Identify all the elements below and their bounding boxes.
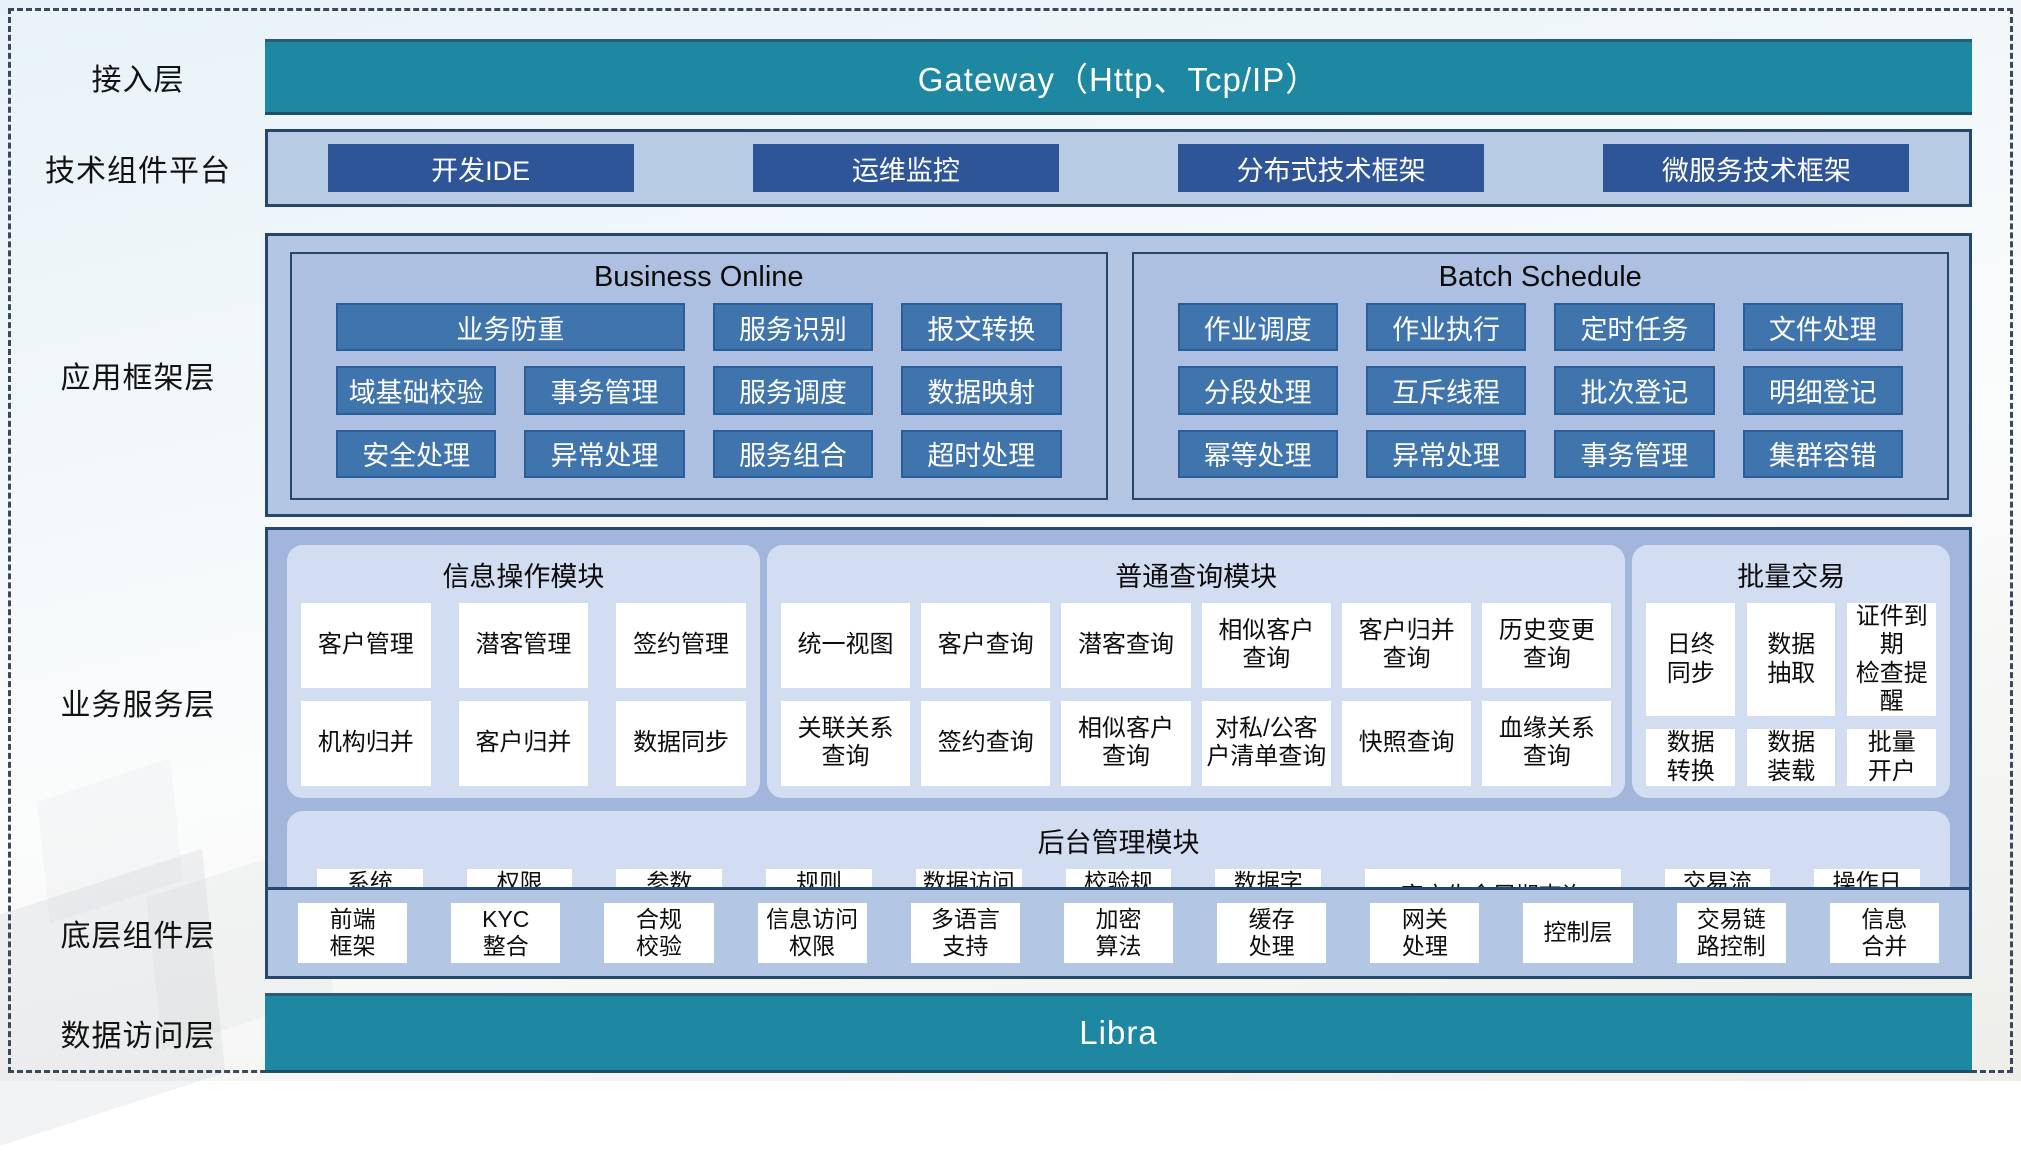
- section-title: Batch Schedule: [1438, 261, 1642, 293]
- service-module-card: 潜客查询: [1061, 603, 1191, 688]
- app-module-box: 异常处理: [1365, 429, 1527, 478]
- app-module-box: 幂等处理: [1177, 429, 1338, 478]
- service-module-card: 快照查询: [1341, 700, 1472, 786]
- gateway-bar-label: Gateway（Http、Tcp/IP）: [917, 61, 1320, 98]
- layer-label-access: 接入层: [91, 64, 185, 97]
- layer-tech-platform: 技术组件平台 开发IDE 运维监控 分布式技术框架 微服务技术框架: [11, 129, 2010, 207]
- app-module-box: 服务调度: [712, 366, 874, 415]
- tech-platform-container: 开发IDE 运维监控 分布式技术框架 微服务技术框架: [265, 129, 1972, 207]
- app-module-box: 文件处理: [1742, 303, 1903, 352]
- service-module-card: 相似客户 查询: [1061, 700, 1191, 786]
- service-module-card: 客户归并: [458, 700, 589, 786]
- section-title: Business Online: [593, 261, 804, 293]
- app-module-box: 数据映射: [901, 366, 1062, 415]
- service-module-card: 证件到期 检查提醒: [1847, 603, 1936, 717]
- service-module-card: 签约管理: [616, 603, 746, 688]
- base-component-card: 控制层: [1523, 903, 1633, 963]
- layer-base-components: 底层组件层 前端 框架 KYC 整合合规 校验信息访问 权限多语言 支持加密 算法…: [11, 887, 2010, 979]
- base-component-card: 网关 处理: [1370, 903, 1480, 963]
- service-module-card: 数据 转换: [1646, 729, 1735, 786]
- layer-label-data-access: 数据访问层: [60, 1020, 216, 1053]
- app-module-box: 事务管理: [524, 366, 685, 415]
- service-module-card: 客户管理: [301, 603, 431, 688]
- layer-label-base-components: 底层组件层: [60, 920, 216, 953]
- service-module-card: 潜客管理: [458, 603, 589, 688]
- app-module-box: 分段处理: [1177, 366, 1338, 415]
- panel-common-query: 普通查询模块 统一视图客户查询潜客查询相似客户 查询客户归并 查询历史变更 查询…: [766, 545, 1626, 798]
- service-module-card: 数据 抽取: [1746, 603, 1836, 717]
- app-module-box: 域基础校验: [336, 366, 497, 415]
- app-module-box: 服务识别: [712, 303, 874, 352]
- base-component-card: 信息访问 权限: [757, 903, 867, 963]
- service-module-card: 批量 开户: [1847, 729, 1936, 786]
- base-component-card: 信息 合并: [1829, 903, 1939, 963]
- service-module-card: 历史变更 查询: [1482, 603, 1612, 688]
- panel-info-operation: 信息操作模块 客户管理潜客管理签约管理机构归并客户归并数据同步: [287, 545, 760, 798]
- app-module-box: 互斥线程: [1365, 366, 1527, 415]
- app-module-box: 集群容错: [1742, 429, 1903, 478]
- service-module-card: 数据 装载: [1746, 729, 1836, 786]
- service-module-card: 血缘关系 查询: [1482, 700, 1612, 786]
- layer-label-business-service: 业务服务层: [60, 689, 216, 722]
- base-component-card: 交易链 路控制: [1676, 903, 1786, 963]
- base-components-container: 前端 框架 KYC 整合合规 校验信息访问 权限多语言 支持加密 算法缓存 处理网…: [265, 887, 1972, 979]
- panel-title: 批量交易: [1737, 562, 1846, 592]
- libra-bar: Libra: [265, 993, 1972, 1073]
- libra-bar-label: Libra: [1079, 1014, 1158, 1051]
- service-module-card: 对私/公客 户清单查询: [1201, 700, 1331, 786]
- base-component-card: KYC 整合: [451, 903, 561, 963]
- service-module-card: 客户归并 查询: [1341, 603, 1472, 688]
- panel-title: 普通查询模块: [1115, 562, 1278, 592]
- panel-title: 后台管理模块: [1037, 827, 1200, 858]
- section-business-online: Business Online 业务防重服务识别报文转换域基础校验事务管理服务调…: [290, 252, 1108, 500]
- base-component-card: 加密 算法: [1063, 903, 1174, 963]
- gateway-bar: Gateway（Http、Tcp/IP）: [265, 39, 1972, 115]
- base-component-card: 合规 校验: [604, 903, 714, 963]
- base-component-card: 缓存 处理: [1217, 903, 1327, 963]
- layer-access: 接入层 Gateway（Http、Tcp/IP）: [11, 39, 2010, 115]
- tech-component-box: 分布式技术框架: [1178, 144, 1485, 192]
- service-module-card: 机构归并: [301, 700, 431, 786]
- layer-business-service: 业务服务层 信息操作模块 客户管理潜客管理签约管理机构归并客户归并数据同步 普通…: [11, 527, 2010, 934]
- layer-label-app-framework: 应用框架层: [60, 362, 216, 395]
- diagram-frame: 接入层 Gateway（Http、Tcp/IP） 技术组件平台 开发IDE 运维监…: [8, 8, 2013, 1073]
- service-module-card: 相似客户 查询: [1201, 603, 1331, 688]
- app-module-box: 作业执行: [1365, 303, 1527, 352]
- app-module-box: 服务组合: [712, 429, 874, 478]
- app-module-box: 异常处理: [524, 429, 685, 478]
- layer-data-access: 数据访问层 Libra: [11, 993, 2010, 1073]
- service-module-card: 日终 同步: [1646, 603, 1735, 717]
- tech-component-box: 微服务技术框架: [1603, 144, 1910, 192]
- business-service-container: 信息操作模块 客户管理潜客管理签约管理机构归并客户归并数据同步 普通查询模块 统…: [265, 527, 1972, 934]
- app-module-box: 业务防重: [336, 303, 685, 352]
- section-batch-schedule: Batch Schedule 作业调度作业执行定时任务文件处理分段处理互斥线程批…: [1131, 252, 1949, 500]
- panel-title: 信息操作模块: [442, 562, 605, 592]
- tech-component-box: 开发IDE: [327, 144, 634, 192]
- app-module-box: 批次登记: [1554, 366, 1715, 415]
- app-module-box: 事务管理: [1554, 429, 1715, 478]
- tech-component-box: 运维监控: [752, 144, 1059, 192]
- service-module-card: 统一视图: [780, 603, 911, 688]
- base-component-card: 多语言 支持: [910, 903, 1020, 963]
- app-framework-container: Business Online 业务防重服务识别报文转换域基础校验事务管理服务调…: [265, 233, 1972, 517]
- app-module-box: 安全处理: [336, 429, 497, 478]
- service-module-card: 客户查询: [921, 603, 1051, 688]
- layer-app-framework: 应用框架层 Business Online 业务防重服务识别报文转换域基础校验事…: [11, 233, 2010, 517]
- base-component-card: 前端 框架: [298, 903, 408, 963]
- app-module-box: 报文转换: [901, 303, 1062, 352]
- panel-batch-trade: 批量交易 日终 同步数据 抽取证件到期 检查提醒数据 转换数据 装载批量 开户: [1632, 545, 1950, 798]
- service-module-card: 数据同步: [616, 700, 746, 786]
- service-module-card: 关联关系 查询: [780, 700, 911, 786]
- app-module-box: 超时处理: [901, 429, 1062, 478]
- app-module-box: 明细登记: [1742, 366, 1903, 415]
- app-module-box: 定时任务: [1554, 303, 1715, 352]
- app-module-box: 作业调度: [1177, 303, 1338, 352]
- service-module-card: 签约查询: [921, 700, 1051, 786]
- layer-label-tech-platform: 技术组件平台: [45, 155, 231, 188]
